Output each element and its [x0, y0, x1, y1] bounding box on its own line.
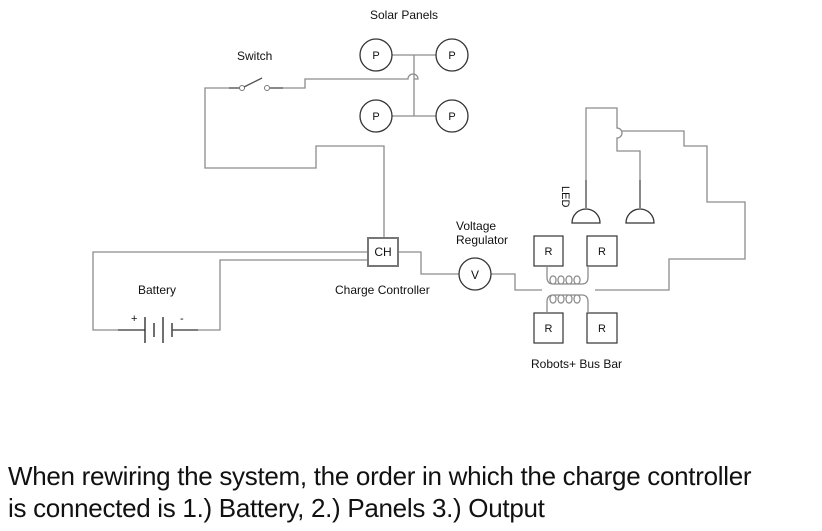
- solar-panel: P: [435, 38, 469, 72]
- robot-label: R: [598, 246, 606, 258]
- robot-box: R: [533, 235, 564, 267]
- solar-panel: P: [359, 38, 393, 72]
- led-label: LED: [559, 186, 571, 207]
- wire-led-leads: [585, 180, 641, 208]
- battery-label: Battery: [138, 283, 176, 297]
- switch-label: Switch: [237, 49, 272, 63]
- panel-label: P: [372, 111, 379, 123]
- voltage-regulator: V: [458, 257, 492, 291]
- robot-box: R: [533, 312, 564, 344]
- battery-positive-sign: +: [131, 313, 137, 325]
- caption: When rewiring the system, the order in w…: [8, 460, 822, 524]
- panel-bus: [392, 54, 436, 117]
- robot-label: R: [545, 246, 553, 258]
- caption-line-2: is connected is 1.) Battery, 2.) Panels …: [8, 493, 545, 523]
- switch-symbol: [229, 77, 283, 91]
- led-symbol: [625, 208, 655, 224]
- transformer-coil-bottom: [546, 294, 589, 313]
- transformer-coil-top: [546, 266, 589, 285]
- solar-circuit-diagram: P P P P Solar Panels Switch CH Charge Co…: [92, 8, 746, 371]
- battery-negative-sign: -: [180, 313, 184, 325]
- voltage-regulator-label-line2: Regulator: [456, 233, 508, 247]
- panel-label: P: [448, 111, 455, 123]
- wire-switch-to-charge-controller: [204, 87, 385, 238]
- charge-controller: CH: [367, 237, 399, 267]
- panel-label: P: [372, 50, 379, 62]
- led-symbol: [571, 208, 601, 224]
- charge-controller-symbol: CH: [374, 245, 391, 259]
- wire-controller-to-regulator: [398, 251, 459, 275]
- wire-battery-positive: [92, 251, 368, 331]
- solar-panel: P: [359, 99, 393, 133]
- wire-regulator-to-bus: [491, 273, 542, 291]
- charge-controller-label: Charge Controller: [335, 283, 430, 297]
- solar-panel: P: [435, 99, 469, 133]
- wire-battery-negative: [198, 259, 368, 331]
- robot-box: R: [586, 312, 618, 344]
- wire-led-network: [585, 107, 641, 180]
- voltage-regulator-symbol: V: [471, 268, 479, 282]
- battery-symbol: + -: [118, 313, 198, 343]
- voltage-regulator-label-line1: Voltage: [456, 219, 496, 233]
- solar-panels-label: Solar Panels: [370, 8, 438, 22]
- wire-switch-to-panels: [283, 73, 419, 89]
- panel-label: P: [448, 50, 455, 62]
- robots-bus-bar-label: Robots+ Bus Bar: [531, 357, 622, 371]
- robot-label: R: [598, 323, 606, 335]
- robot-label: R: [545, 323, 553, 335]
- robot-box: R: [586, 235, 618, 267]
- caption-line-1: When rewiring the system, the order in w…: [8, 461, 752, 491]
- wire-bus-to-led-network: [595, 130, 746, 291]
